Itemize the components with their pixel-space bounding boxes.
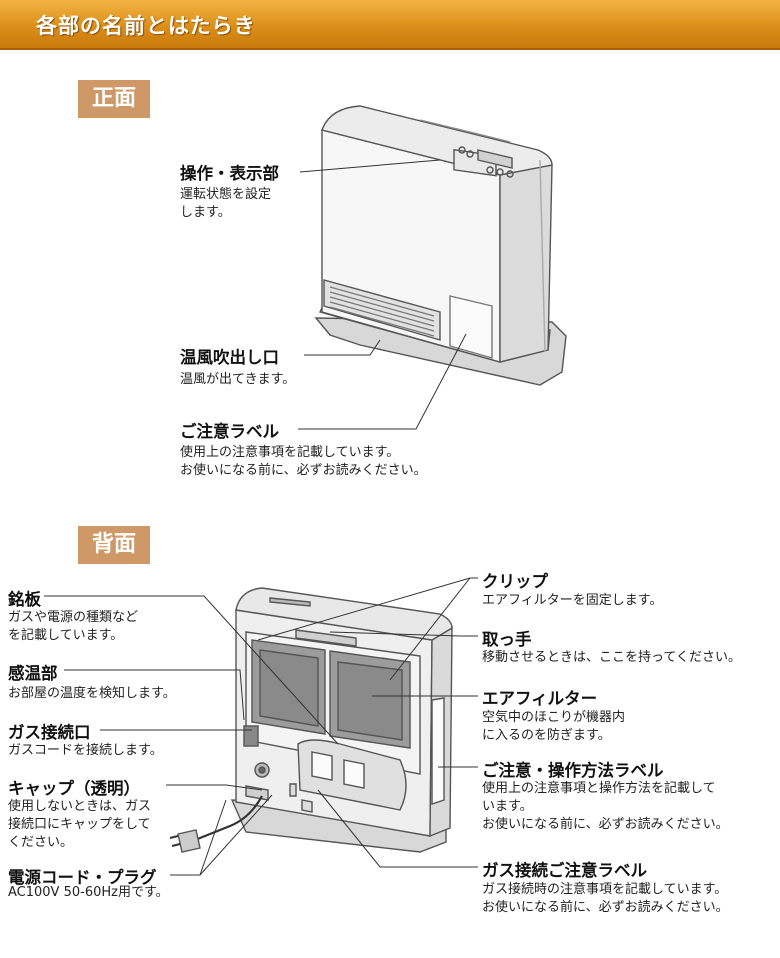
title-banner: 各部の名前とはたらき	[0, 0, 780, 50]
back-handle-desc-1: 移動させるときは、ここを持ってください。	[482, 650, 741, 665]
back-op-label-name: ご注意・操作方法ラベル	[482, 761, 664, 780]
back-sensor-name: 感温部	[8, 664, 58, 683]
back-cap-desc-2: 接続口にキャップをして	[8, 817, 151, 832]
back-cap-desc-3: ください。	[8, 835, 74, 850]
front-leader-lines	[298, 159, 467, 430]
back-nameplate-desc-1: ガスや電源の種類など	[8, 610, 139, 625]
front-caution-desc-1: 使用上の注意事項を記載しています。	[180, 445, 400, 460]
front-control-name: 操作・表示部	[180, 164, 279, 183]
front-caution-desc-2: お使いになる前に、必ずお読みください。	[180, 463, 427, 478]
back-gas-port-desc-1: ガスコードを接続します。	[8, 743, 163, 758]
back-handle-name: 取っ手	[482, 630, 532, 649]
front-control-desc-1: 運転状態を設定	[180, 187, 272, 202]
back-power-desc-1: AC100V 50-60Hz用です。	[8, 885, 169, 900]
back-clip-desc-1: エアフィルターを固定します。	[482, 593, 663, 608]
back-power-name: 電源コード・プラグ	[8, 868, 157, 887]
front-control-desc-2: します。	[180, 205, 231, 220]
back-heater-illustration	[169, 587, 453, 853]
back-filter-name: エアフィルター	[482, 689, 598, 708]
back-filter-desc-2: に入るのを防ぎます。	[482, 728, 611, 743]
page-title: 各部の名前とはたらき	[36, 14, 256, 38]
front-caution-name: ご注意ラベル	[180, 422, 279, 441]
back-cap-name: キャップ（透明）	[8, 779, 140, 798]
back-op-label-desc-2: います。	[482, 799, 533, 814]
front-outlet-desc-1: 温風が出てきます。	[180, 372, 296, 387]
back-cap-desc-1: 使用しないときは、ガス	[8, 799, 152, 814]
back-nameplate-name: 銘板	[8, 590, 41, 609]
front-outlet-name: 温風吹出し口	[180, 348, 279, 367]
back-op-label-desc-1: 使用上の注意事項と操作方法を記載して	[482, 781, 716, 796]
back-nameplate-desc-2: を記載しています。	[8, 628, 124, 643]
section-label-front: 正面	[78, 80, 150, 118]
back-gas-label-desc-1: ガス接続時の注意事項を記載しています。	[482, 882, 728, 897]
back-filter-desc-1: 空気中のほこりが機器内	[482, 710, 626, 725]
back-leader-lines	[44, 577, 478, 876]
back-gas-port-name: ガス接続口	[8, 723, 91, 742]
back-gas-label-name: ガス接続ご注意ラベル	[482, 861, 647, 880]
back-gas-label-desc-2: お使いになる前に、必ずお読みください。	[482, 900, 729, 915]
back-sensor-desc-1: お部屋の温度を検知します。	[8, 686, 176, 701]
back-op-label-desc-3: お使いになる前に、必ずお読みください。	[482, 817, 729, 832]
front-heater-illustration	[314, 105, 567, 386]
back-clip-name: クリップ	[482, 572, 548, 591]
section-label-back: 背面	[78, 526, 150, 564]
